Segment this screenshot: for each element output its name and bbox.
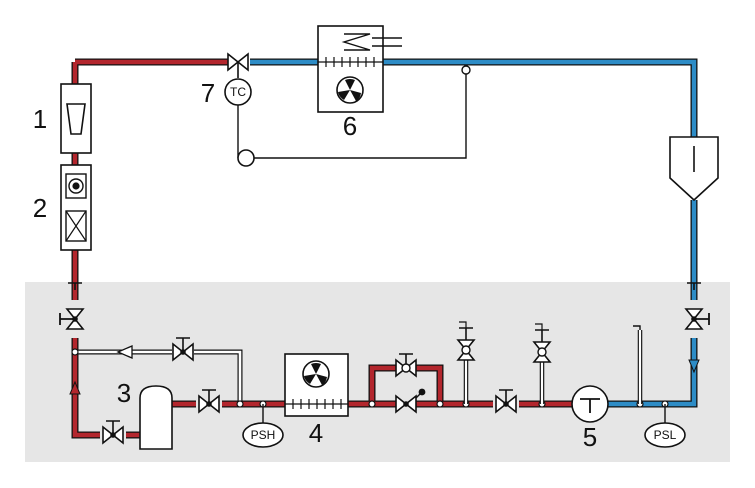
component-3-receiver [139, 385, 173, 450]
valve-icon [685, 282, 710, 330]
valve-icon [495, 389, 517, 413]
sensing-line [237, 70, 467, 159]
psl-label: PSL [654, 428, 677, 442]
cold-room-unit [669, 136, 719, 202]
psh-switch [242, 422, 284, 448]
valve-icon [172, 337, 194, 361]
label-5: 5 [583, 422, 597, 452]
service-port [633, 325, 643, 404]
check-valve-icon [395, 388, 426, 413]
flow-arrow-icon [69, 380, 81, 395]
valve-icon [395, 353, 417, 377]
label-6: 6 [343, 111, 357, 141]
component-5-compressor [571, 385, 609, 423]
service-valve-icon [533, 323, 551, 404]
compressor-icon [580, 398, 600, 413]
component-4-condenser [284, 353, 349, 417]
label-2: 2 [33, 193, 47, 223]
component-2-drier [60, 164, 92, 251]
component-6-evaporator [317, 25, 402, 113]
sensor-tap [461, 65, 471, 75]
fan-icon [338, 79, 361, 101]
valve-icon [102, 420, 124, 444]
label-4: 4 [309, 418, 323, 448]
psh-label: PSH [251, 428, 276, 442]
label-1: 1 [33, 104, 47, 134]
label-3: 3 [117, 378, 131, 408]
tc-label: TC [230, 85, 246, 99]
valve-icon [198, 389, 220, 413]
psl-switch [644, 422, 686, 448]
bypass-line [75, 345, 243, 404]
valve-icon [59, 282, 84, 330]
service-valve-icon [457, 321, 475, 404]
component-7-expansion-valve [224, 53, 252, 106]
sensor-bulb [237, 149, 255, 167]
fan-icon [304, 363, 327, 385]
component-1-filter [60, 83, 92, 154]
label-7: 7 [201, 78, 215, 108]
flow-arrow-icon [688, 359, 700, 374]
